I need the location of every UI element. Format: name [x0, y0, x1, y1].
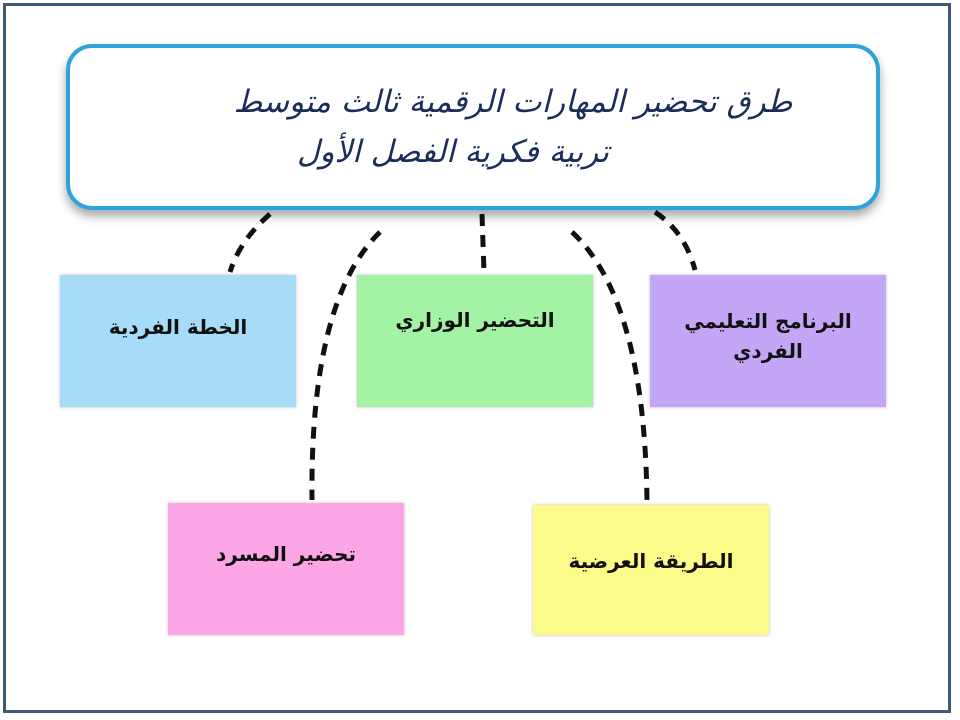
title-box: طرق تحضير المهارات الرقمية ثالث متوسط تر…: [66, 44, 880, 210]
connector-presentation-method: [570, 230, 650, 504]
node-label: تحضير المسرد: [215, 542, 357, 566]
node-glossary-prep: تحضير المسرد: [168, 503, 404, 635]
connector-ministerial-prep: [479, 213, 487, 273]
node-label: الخطة الفردية: [108, 315, 248, 339]
title-line-1: طرق تحضير المهارات الرقمية ثالث متوسط: [233, 84, 793, 120]
node-label: الطريقة العرضية: [568, 549, 734, 573]
node-individual-plan: الخطة الفردية: [60, 275, 296, 407]
title-line-2: تربية فكرية الفصل الأول: [296, 134, 610, 170]
connector-glossary-prep: [309, 230, 382, 501]
node-label: التحضير الوزاري: [395, 308, 555, 332]
node-presentation-method: الطريقة العرضية: [533, 505, 769, 635]
node-label: البرنامج التعليمي الفردي: [684, 309, 852, 363]
connector-individual-program: [653, 209, 698, 271]
connector-individual-plan: [227, 212, 272, 273]
node-ministerial-prep: التحضير الوزاري: [357, 275, 593, 407]
node-individual-program: البرنامج التعليمي الفردي: [650, 275, 886, 407]
slide-frame: [3, 3, 951, 713]
